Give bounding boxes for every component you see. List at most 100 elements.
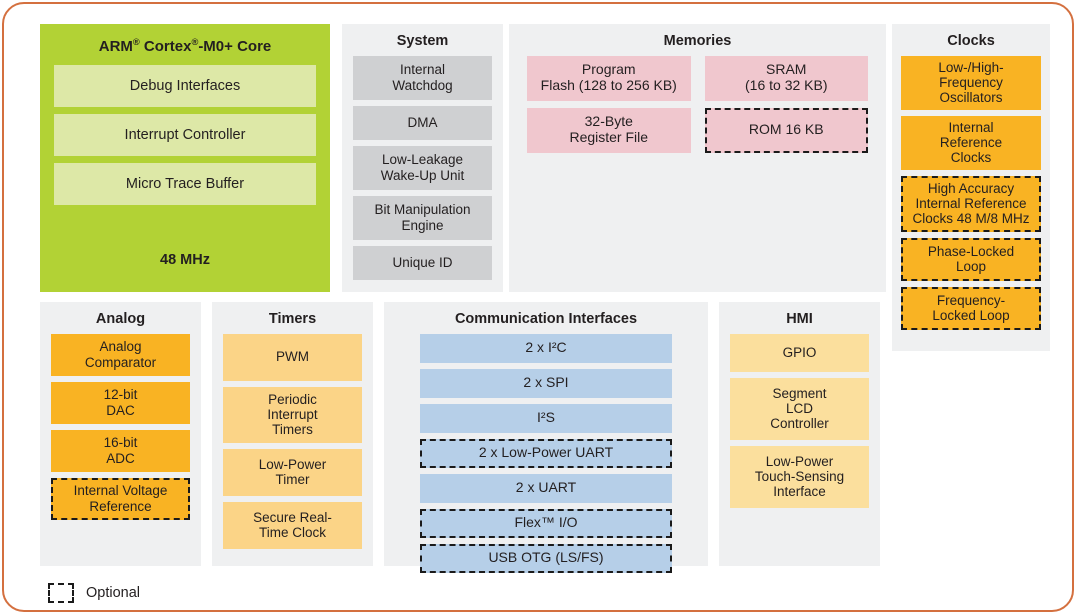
block-memories-3: ROM 16 KB: [704, 107, 868, 153]
panel-title-system: System: [396, 33, 449, 49]
block-system-1: DMA: [353, 105, 492, 140]
core-frequency-label: 48 MHz: [160, 252, 210, 269]
block-label: I²S: [537, 409, 555, 426]
panel-communication-interfaces: Communication Interfaces 2 x I²C 2 x SPI I…: [384, 302, 708, 573]
block-communication-2: I²S: [420, 403, 672, 433]
block-label: Debug Interfaces: [129, 77, 241, 94]
legend-label-optional: Optional: [86, 585, 141, 601]
block-memories-1: SRAM(16 to 32 KB): [704, 55, 868, 101]
block-label: 2 x UART: [515, 479, 577, 496]
block-label: Micro Trace Buffer: [125, 175, 245, 192]
panel-title-arm-core: ARM® Cortex®-M0+ Core: [98, 37, 272, 55]
block-label: DMA: [407, 114, 438, 130]
registered-mark-cortex: ®: [191, 37, 199, 47]
block-communication-0: 2 x I²C: [420, 333, 672, 363]
block-timers-0: PWM: [223, 333, 362, 381]
communication-block-list: 2 x I²C 2 x SPI I²S 2 x Low-Power UART 2 x U…: [384, 333, 708, 573]
block-label: PWM: [276, 349, 309, 365]
block-core-1: Interrupt Controller: [54, 114, 316, 157]
block-communication-5: Flex™ I/O: [420, 508, 672, 538]
optional-swatch-icon: [48, 583, 74, 603]
block-label: 2 x SPI: [523, 374, 569, 391]
block-hmi-0: GPIO: [730, 333, 869, 372]
block-label: Secure Real-Time Clock: [253, 509, 332, 541]
block-label: GPIO: [782, 344, 817, 360]
registered-mark-arm: ®: [132, 37, 140, 47]
panel-title-timers: Timers: [268, 311, 317, 327]
panel-title-hmi: HMI: [786, 311, 813, 327]
block-label: Interrupt Controller: [124, 126, 246, 143]
block-label: Unique ID: [392, 254, 453, 270]
panel-title-clocks: Clocks: [947, 33, 995, 49]
block-timers-3: Secure Real-Time Clock: [223, 501, 362, 549]
block-label: Flex™ I/O: [514, 514, 578, 531]
block-communication-3: 2 x Low-Power UART: [420, 438, 672, 468]
block-label: ROM 16 KB: [748, 121, 824, 138]
block-core-0: Debug Interfaces: [54, 65, 316, 108]
legend: Optional: [48, 583, 140, 603]
block-system-4: Unique ID: [353, 245, 492, 280]
panel-title-communication-interfaces: Communication Interfaces: [454, 311, 638, 327]
block-communication-6: USB OTG (LS/FS): [420, 543, 672, 573]
block-label: 2 x I²C: [525, 339, 567, 356]
block-label: Frequency-Locked Loop: [932, 292, 1010, 324]
block-label: 2 x Low-Power UART: [478, 444, 614, 461]
block-clocks-4: Frequency-Locked Loop: [901, 286, 1041, 330]
block-core-2: Micro Trace Buffer: [54, 163, 316, 206]
panel-title-analog: Analog: [95, 311, 146, 327]
panel-title-memories: Memories: [663, 33, 732, 49]
block-communication-4: 2 x UART: [420, 473, 672, 503]
block-communication-1: 2 x SPI: [420, 368, 672, 398]
block-label: USB OTG (LS/FS): [488, 549, 604, 566]
